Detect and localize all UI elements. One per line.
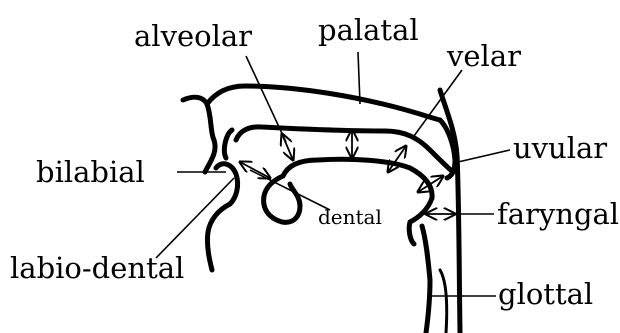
label-bilabial: bilabial bbox=[36, 155, 145, 189]
lower-lip bbox=[216, 164, 238, 204]
jaw-line bbox=[207, 204, 230, 270]
label-uvular: uvular bbox=[513, 131, 607, 165]
label-faryngal: faryngal bbox=[497, 197, 619, 231]
glottis-fold bbox=[440, 270, 447, 333]
label-alveolar: alveolar bbox=[134, 19, 252, 53]
label-labio-dental: labio-dental bbox=[10, 251, 184, 285]
tongue-tip bbox=[264, 176, 300, 222]
velar-pointer bbox=[414, 70, 462, 136]
larynx-front bbox=[422, 226, 430, 333]
label-dental: dental bbox=[318, 205, 382, 229]
palate-lower-edge bbox=[236, 127, 453, 172]
label-velar: velar bbox=[446, 39, 521, 73]
epiglottis bbox=[409, 198, 432, 244]
upper-lip-contour bbox=[183, 97, 215, 172]
labio-dental-pointer bbox=[156, 178, 234, 258]
chin-contour bbox=[224, 130, 232, 158]
bilabial-gap-arrow bbox=[240, 162, 270, 178]
tongue-surface bbox=[283, 159, 432, 198]
label-glottal: glottal bbox=[498, 277, 593, 311]
uvular-pointer bbox=[458, 150, 510, 162]
palate-upper-edge bbox=[207, 86, 440, 120]
label-palatal: palatal bbox=[318, 13, 419, 47]
